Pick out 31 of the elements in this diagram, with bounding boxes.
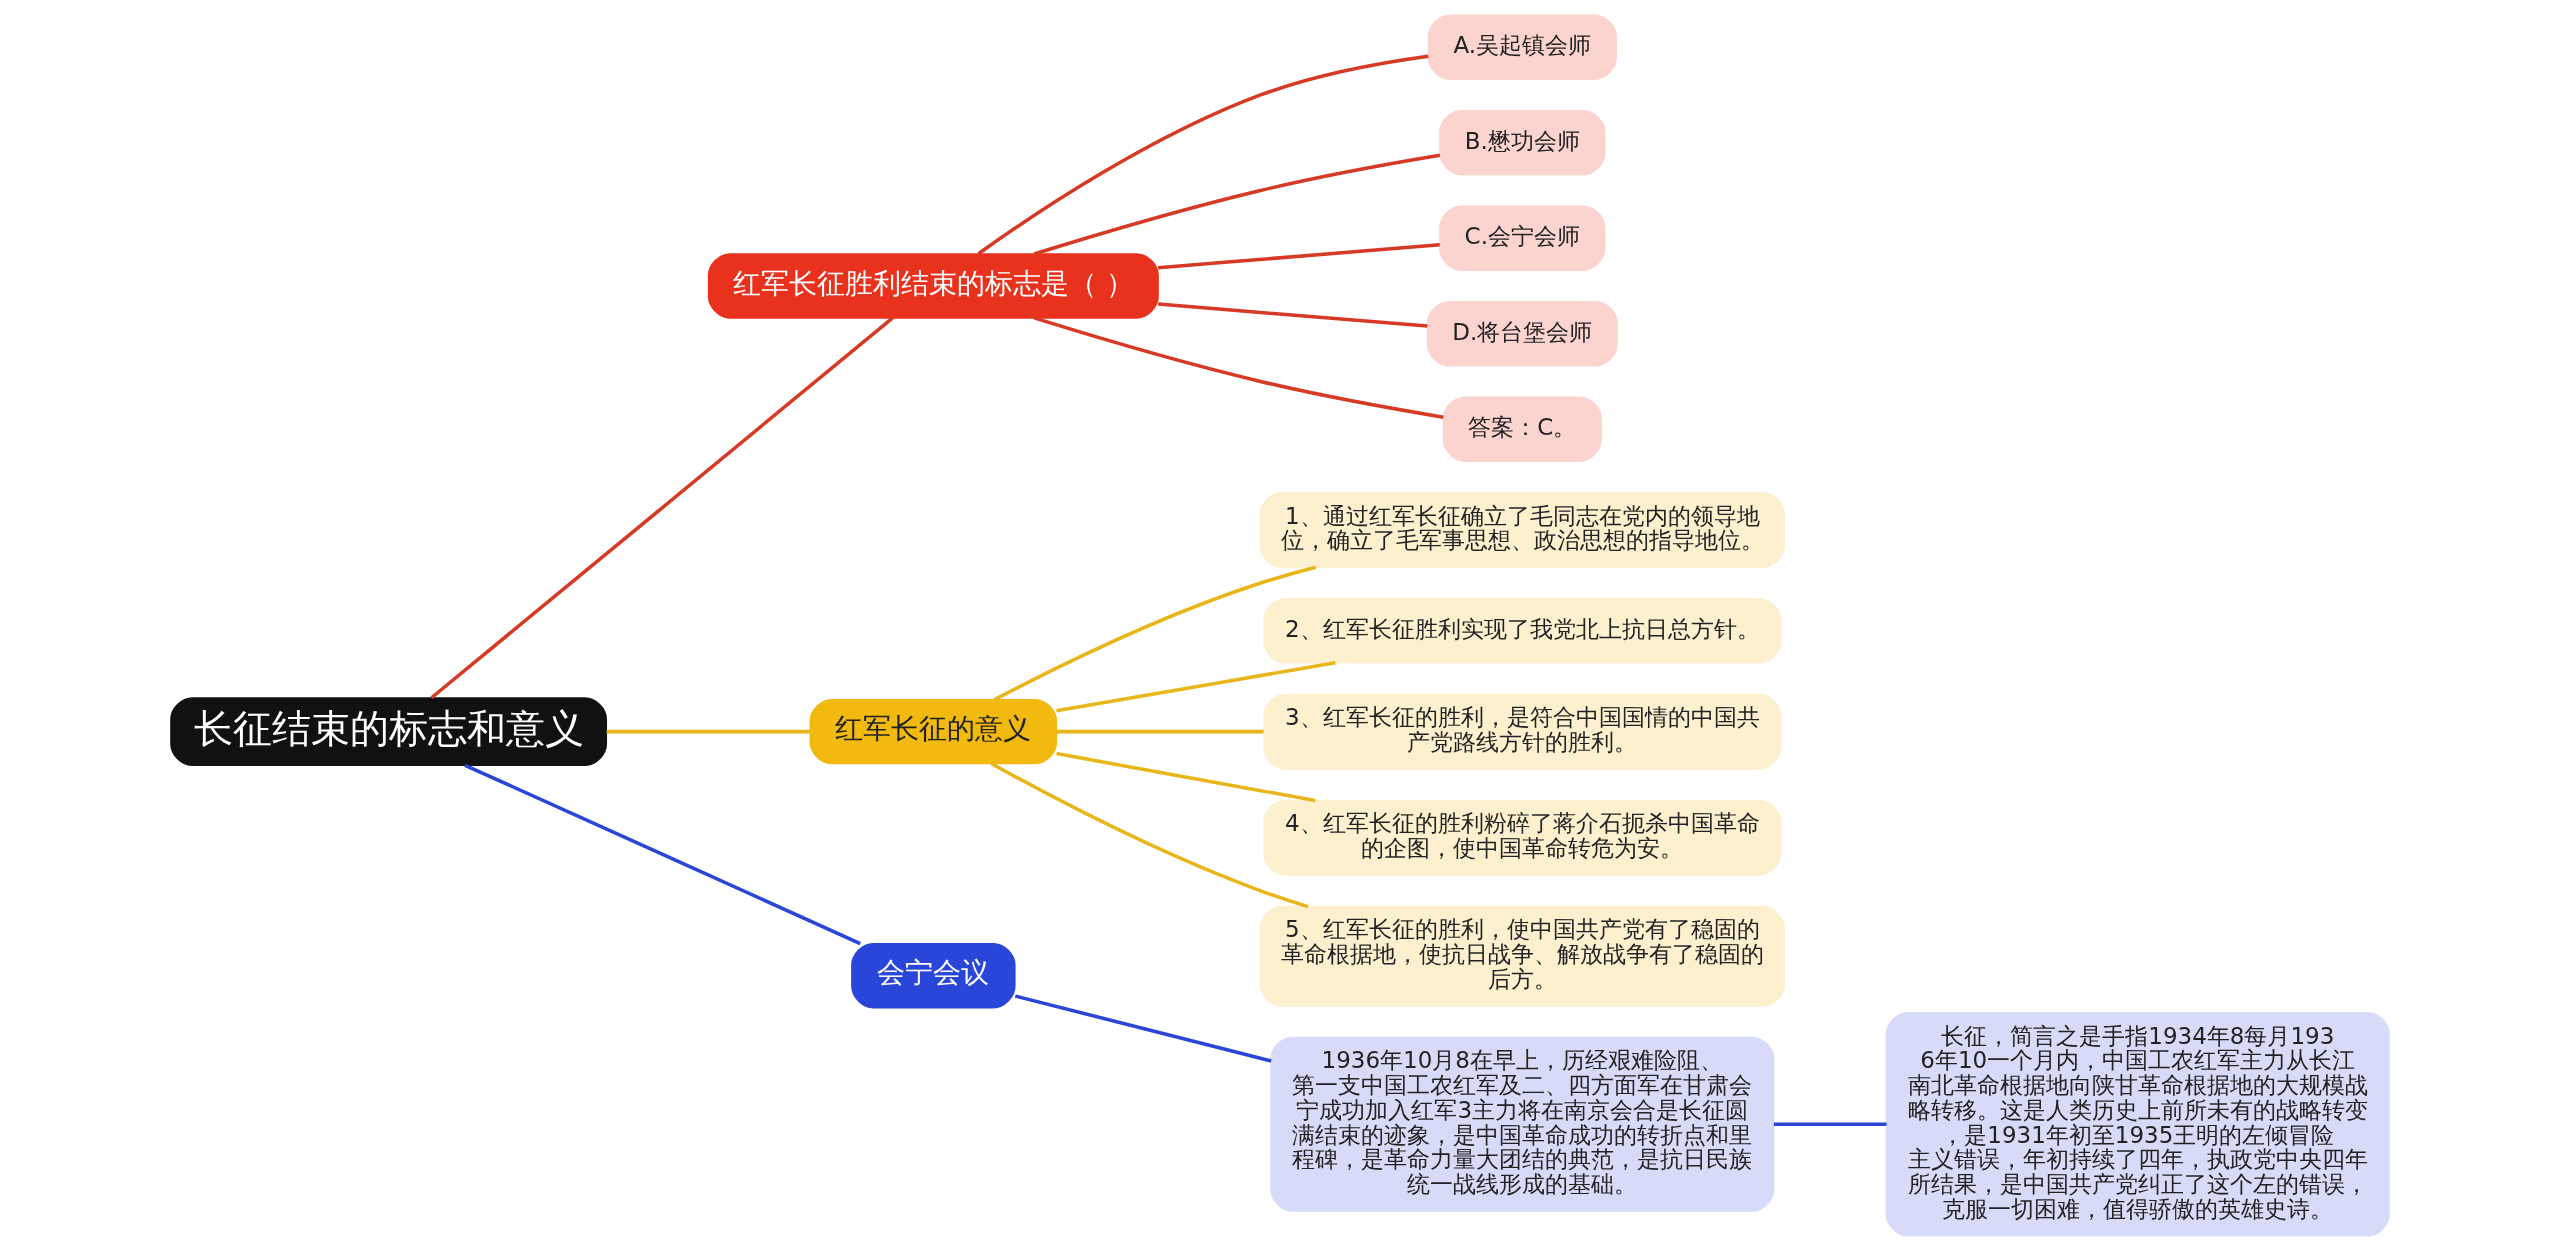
connector xyxy=(606,729,810,734)
node-box: A.吴起镇会师 xyxy=(1427,14,1617,80)
node-box: 红军长征胜利结束的标志是（ ） xyxy=(707,253,1159,319)
connector xyxy=(464,763,861,946)
connector xyxy=(977,54,1429,256)
connector xyxy=(1056,660,1336,713)
connector xyxy=(430,316,894,700)
node-box: 会宁会议 xyxy=(851,942,1016,1009)
connector xyxy=(1056,729,1264,734)
connector xyxy=(1056,751,1316,803)
node-box: B.懋功会师 xyxy=(1439,109,1606,176)
connector xyxy=(1157,243,1440,270)
node-box: 长征结束的标志和意义 xyxy=(170,697,608,767)
node-box: 4、红军长征的胜利粉碎了蒋介石扼杀中国革命的企图，使中国革命转危为安。 xyxy=(1263,799,1782,876)
node-box: C.会宁会师 xyxy=(1439,205,1606,271)
node-box: 1936年10月8在早上，历经艰难险阻、第一支中国工农红军及二、四方面军在甘肃会宁成功加入红军3主力将在南京会合是长征圆满结束的迹象，是中国革命成功的转折点和里程碑，是革命力量大团结的典范，是抗日民族统一战线形成的基础。 xyxy=(1270,1036,1775,1212)
connector xyxy=(1014,994,1272,1063)
connector xyxy=(993,565,1317,702)
node-box: 长征，简言之是手指1934年8每月1936年10一个月内，中国工农红军主力从长江南北革命根据地向陕甘革命根据地的大规模战略转移。这是人类历史上前所未有的战略转变，是1931年初至1935王明的左倾冒险主义错误，年初持续了四年，执政党中央四年所结果，是中国共产党纠正了这个左的错误，克服一切困难，值得骄傲的英雄史诗。 xyxy=(1885,1011,2390,1237)
node-box: 红军长征的意义 xyxy=(809,698,1058,765)
node-box: D.将台堡会师 xyxy=(1426,300,1618,367)
connector xyxy=(990,761,1309,909)
node-box: 3、红军长征的胜利，是符合中国国情的中国共产党路线方针的胜利。 xyxy=(1263,693,1782,770)
connector xyxy=(1033,316,1444,419)
connector xyxy=(1773,1122,1887,1126)
node-box: 答案：C。 xyxy=(1442,396,1602,462)
node-box: 2、红军长征胜利实现了我党北上抗日总方针。 xyxy=(1263,598,1782,664)
node-box: 1、通过红军长征确立了毛同志在党内的领导地位，确立了毛军事思想、政治思想的指导地位。 xyxy=(1259,491,1785,569)
node-box: 5、红军长征的胜利，使中国共产党有了稳固的革命根据地，使抗日战争、解放战争有了稳固的后方。 xyxy=(1259,905,1785,1007)
connector xyxy=(1157,302,1428,328)
connector xyxy=(1033,153,1441,256)
